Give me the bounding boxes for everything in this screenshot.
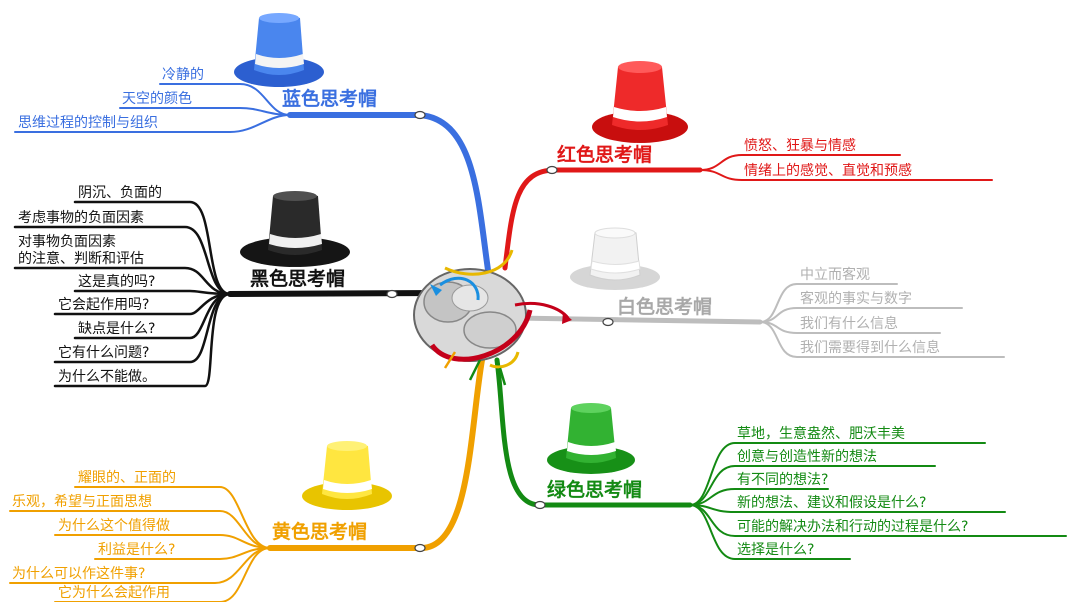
green-item: 创意与创造性新的想法 bbox=[737, 449, 877, 465]
black-hat-title: 黑色思考帽 bbox=[250, 268, 346, 290]
white-item: 客观的事实与数字 bbox=[800, 291, 912, 307]
white-main-branch bbox=[512, 315, 763, 325]
yellow-item: 乐观，希望与正面思想 bbox=[12, 494, 152, 510]
blue-hat-title: 蓝色思考帽 bbox=[282, 88, 378, 110]
red-item: 愤怒、狂暴与情感 bbox=[744, 138, 856, 154]
yellow-item: 为什么可以作这件事? bbox=[12, 566, 146, 582]
white-hat-title: 白色思考帽 bbox=[617, 296, 713, 318]
blue-main-branch bbox=[287, 112, 491, 273]
black-hat-icon bbox=[240, 191, 350, 267]
yellow-item: 它为什么会起作用 bbox=[58, 585, 170, 601]
blue-item: 冷静的 bbox=[162, 67, 204, 83]
yellow-hat-icon bbox=[302, 441, 392, 510]
green-item: 有不同的想法? bbox=[737, 472, 829, 488]
black-item: 对事物负面因素 bbox=[18, 234, 116, 250]
white-hat-icon bbox=[570, 227, 660, 290]
red-hat-icon bbox=[592, 61, 688, 143]
yellow-item: 利益是什么? bbox=[98, 542, 176, 558]
red-item: 情绪上的感觉、直觉和预感 bbox=[744, 163, 912, 179]
white-item: 我们有什么信息 bbox=[800, 316, 898, 332]
green-main-branch bbox=[494, 357, 693, 508]
blue-item: 天空的颜色 bbox=[122, 91, 192, 107]
green-item: 新的想法、建议和假设是什么? bbox=[737, 495, 927, 511]
black-item: 缺点是什么? bbox=[78, 321, 156, 337]
red-hat-title: 红色思考帽 bbox=[557, 144, 653, 166]
black-item: 阴沉、负面的 bbox=[78, 185, 162, 201]
green-item: 可能的解决办法和行动的过程是什么? bbox=[737, 519, 969, 535]
yellow-main-branch bbox=[267, 357, 485, 552]
black-item: 它有什么问题? bbox=[58, 345, 150, 361]
green-item: 选择是什么? bbox=[737, 542, 815, 558]
black-item: 为什么不能做。 bbox=[58, 369, 156, 385]
yellow-hat-title: 黄色思考帽 bbox=[272, 521, 368, 543]
center-burst-icon bbox=[413, 249, 572, 386]
black-item: 这是真的吗? bbox=[78, 274, 156, 290]
black-item: 考虑事物的负面因素 bbox=[18, 210, 144, 226]
white-item: 中立而客观 bbox=[800, 267, 870, 283]
yellow-item: 为什么这个值得做 bbox=[58, 518, 170, 534]
white-item: 我们需要得到什么信息 bbox=[800, 340, 940, 356]
blue-item: 思维过程的控制与组织 bbox=[18, 115, 158, 131]
black-main-branch bbox=[227, 290, 448, 297]
green-item: 草地，生意盎然、肥沃丰美 bbox=[737, 426, 905, 442]
blue-hat-icon bbox=[234, 13, 324, 87]
yellow-item: 耀眼的、正面的 bbox=[78, 470, 176, 486]
black-item: 它会起作用吗? bbox=[58, 297, 150, 313]
black-item: 的注意、判断和评估 bbox=[18, 251, 144, 267]
green-hat-title: 绿色思考帽 bbox=[547, 479, 643, 501]
green-hat-icon bbox=[547, 403, 635, 474]
